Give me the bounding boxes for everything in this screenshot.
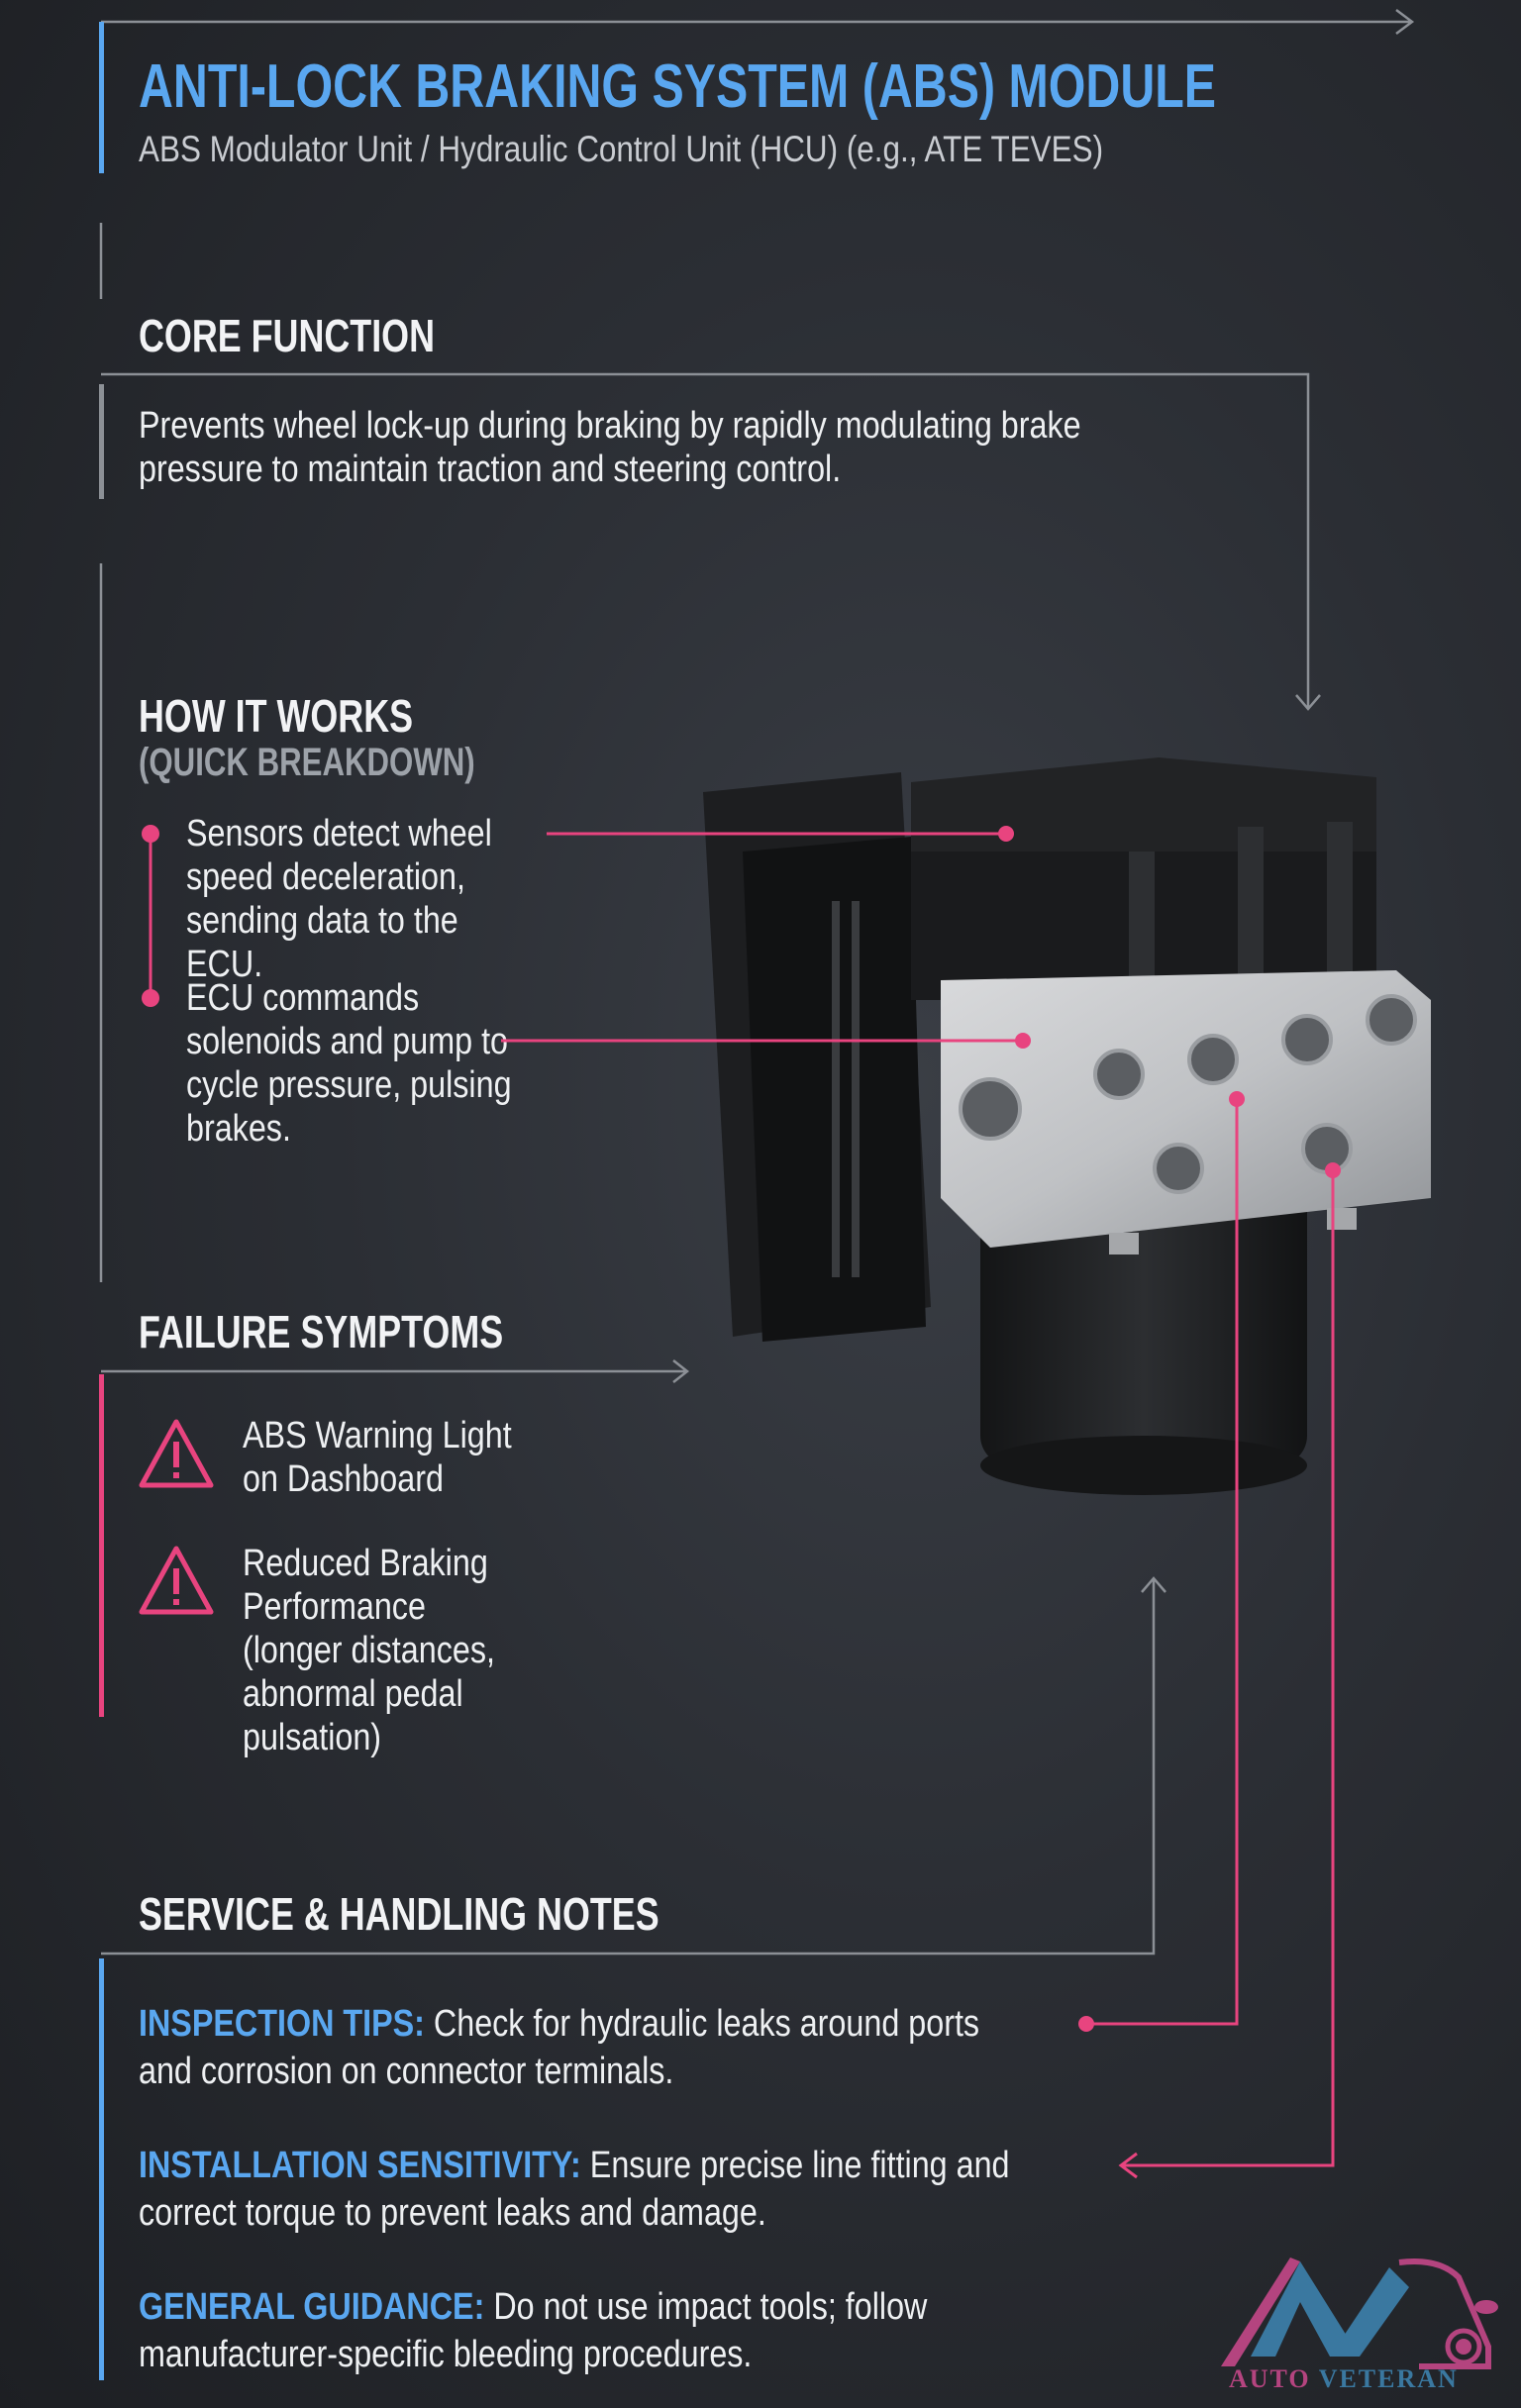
abs-module-image bbox=[703, 757, 1431, 1495]
core-accent-bar bbox=[99, 384, 104, 499]
core-function-frame bbox=[101, 372, 1321, 711]
failure-rule-arrow bbox=[101, 1359, 690, 1383]
failure-symptoms-heading: FAILURE SYMPTOMS bbox=[139, 1306, 504, 1357]
title-accent-bar bbox=[99, 22, 104, 173]
symptom-1-text: ABS Warning Light on Dashboard bbox=[243, 1415, 512, 1500]
service-note-installation: INSTALLATION SENSITIVITY: Ensure precise… bbox=[139, 2142, 1065, 2237]
note-label: GENERAL GUIDANCE: bbox=[139, 2286, 485, 2328]
logo-text-auto: AUTO bbox=[1229, 2364, 1311, 2393]
warning-triangle-icon bbox=[139, 1419, 214, 1488]
warning-triangle-icon bbox=[139, 1546, 214, 1615]
how-it-works-subheading: (QUICK BREAKDOWN) bbox=[139, 741, 475, 784]
failure-accent-bar bbox=[99, 1374, 104, 1717]
page-subtitle: ABS Modulator Unit / Hydraulic Control U… bbox=[139, 129, 1104, 169]
step-2-text: ECU commands solenoids and pump to cycle… bbox=[186, 977, 512, 1150]
page-title: ANTI-LOCK BRAKING SYSTEM (ABS) MODULE bbox=[139, 52, 1217, 121]
logo-mark-icon bbox=[1221, 2258, 1498, 2369]
service-heading: SERVICE & HANDLING NOTES bbox=[139, 1888, 659, 1940]
service-accent-bar bbox=[99, 1958, 104, 2380]
auto-veteran-logo: AUTO VETERAN bbox=[1221, 2248, 1498, 2396]
service-note-inspection: INSPECTION TIPS: Check for hydraulic lea… bbox=[139, 2000, 1014, 2095]
top-rule-arrow bbox=[101, 9, 1415, 35]
note-text: Check for hydraulic leaks around ports a… bbox=[139, 2003, 980, 2092]
service-frame-arrow bbox=[101, 1576, 1166, 1956]
note-text: Ensure precise line fitting and correct … bbox=[139, 2145, 1010, 2234]
symptom-2-text: Reduced Braking Performance (longer dist… bbox=[243, 1543, 495, 1758]
logo-text-veteran: VETERAN bbox=[1318, 2364, 1459, 2393]
how-it-works-heading: HOW IT WORKS bbox=[139, 690, 414, 742]
service-note-general: GENERAL GUIDANCE: Do not use impact tool… bbox=[139, 2283, 980, 2378]
core-function-heading: CORE FUNCTION bbox=[139, 310, 435, 361]
core-function-text: Prevents wheel lock-up during braking by… bbox=[139, 405, 1081, 490]
step-1-text: Sensors detect wheel speed deceleration,… bbox=[186, 813, 492, 985]
note-label: INSPECTION TIPS: bbox=[139, 2003, 425, 2045]
note-text: Do not use impact tools; follow manufact… bbox=[139, 2286, 928, 2375]
note-label: INSTALLATION SENSITIVITY: bbox=[139, 2145, 581, 2186]
